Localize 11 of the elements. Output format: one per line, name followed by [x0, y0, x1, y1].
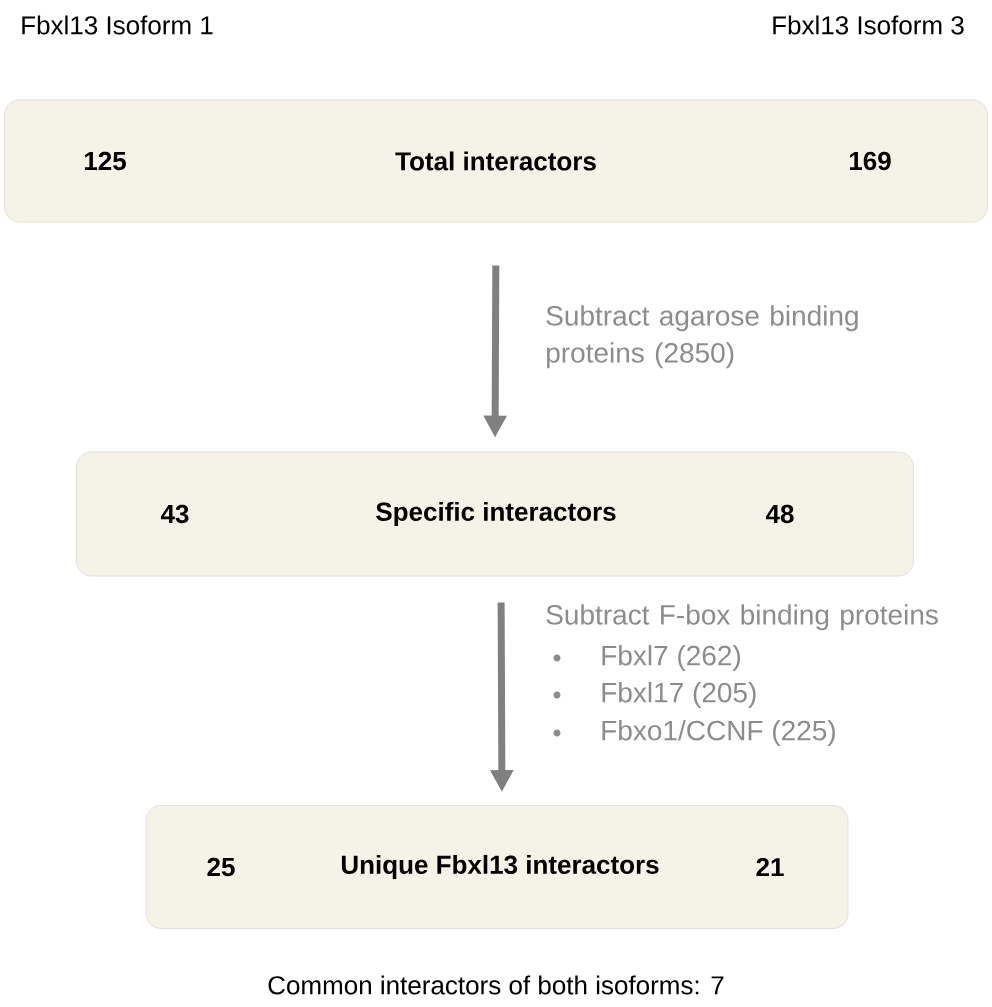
flow-box: 43 Specific interactors 48 — [76, 451, 914, 577]
flow-box: 25 Unique Fbxl13 interactors 21 — [145, 805, 849, 929]
edge-label: Subtract F-box binding proteins — [546, 604, 938, 631]
edge-label: Subtract agarose binding proteins (2850) — [546, 305, 858, 369]
caption-text: Fbxl13 Isoform 3 — [773, 15, 964, 35]
bullet-item: Fbxl7 (262) — [553, 644, 741, 672]
flow-box: 125 Total interactors 169 — [4, 99, 988, 223]
caption-text: Common interactors of both isoforms: 7 — [268, 975, 724, 995]
caption-text: Fbxl13 Isoform 1 — [22, 15, 213, 35]
bullet-item: Fbxo1/CCNF (225) — [553, 719, 835, 747]
bullet-item: Fbxl17 (205) — [553, 681, 756, 709]
